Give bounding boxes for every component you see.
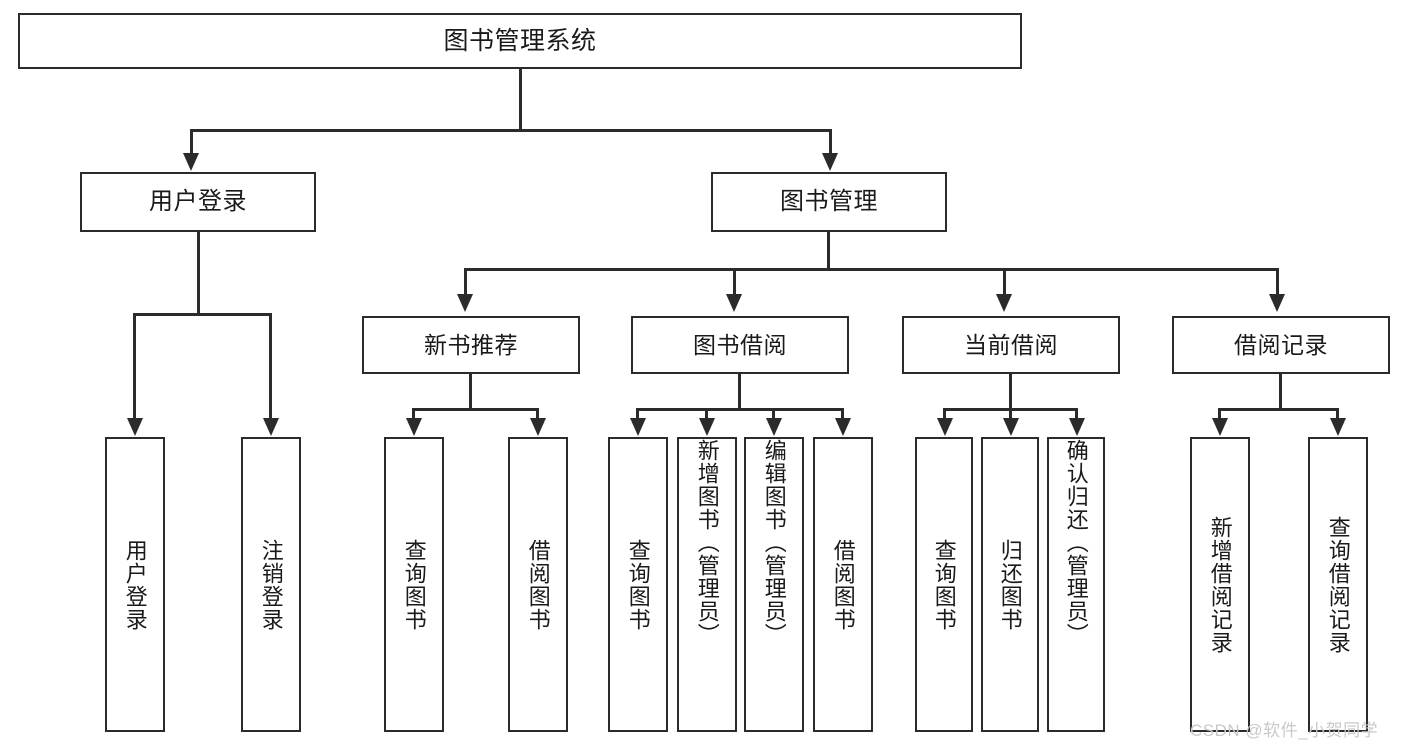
connector-bb-bus: [636, 408, 843, 411]
leaf-br-add-record[interactable]: 新增借阅记录: [1190, 437, 1250, 732]
node-root-library-system[interactable]: 图书管理系统: [18, 13, 1022, 69]
arrow-to-leaf-cb-query-book: [937, 418, 953, 436]
arrow-root-to-book-manage: [822, 153, 838, 171]
connector-user-login-stem: [197, 232, 200, 315]
leaf-logout[interactable]: 注销登录: [241, 437, 301, 732]
connector-user-login-bus: [133, 313, 271, 316]
arrow-to-leaf-bb-query-book: [630, 418, 646, 436]
leaf-cb-query-book[interactable]: 查询图书: [915, 437, 973, 732]
node-label: 编辑图书（管理员）: [761, 439, 787, 646]
leaf-cb-confirm-return[interactable]: 确认归还（管理员）: [1047, 437, 1105, 732]
arrow-to-leaf-bb-add-book: [699, 418, 715, 436]
arrow-to-leaf-cb-return-book: [1003, 418, 1019, 436]
node-label: 当前借阅: [964, 331, 1058, 358]
connector-bb-branch-4: [841, 408, 844, 419]
arrow-to-leaf-br-add-record: [1212, 418, 1228, 436]
node-label: 归还图书: [997, 538, 1023, 631]
arrow-to-current-borrow: [996, 294, 1012, 312]
node-label: 用户登录: [149, 188, 247, 216]
node-label: 借阅记录: [1234, 331, 1328, 358]
connector-br-branch-1: [1218, 408, 1221, 419]
connector-root-to-book-manage: [829, 129, 832, 155]
connector-bm-branch-4: [1276, 268, 1279, 295]
connector-root-bus: [190, 129, 831, 132]
node-new-book-recommend[interactable]: 新书推荐: [362, 316, 580, 374]
arrow-to-leaf-user-login: [127, 418, 143, 436]
arrow-root-to-user-login: [183, 153, 199, 171]
connector-book-manage-bus: [464, 268, 1278, 271]
leaf-nbr-query-book[interactable]: 查询图书: [384, 437, 444, 732]
arrow-to-leaf-logout: [263, 418, 279, 436]
leaf-user-login[interactable]: 用户登录: [105, 437, 165, 732]
connector-cb-branch-3: [1075, 408, 1078, 419]
node-label: 借阅图书: [830, 538, 856, 631]
node-user-login[interactable]: 用户登录: [80, 172, 316, 232]
connector-root-stem: [519, 69, 522, 130]
connector-br-bus: [1218, 408, 1338, 411]
arrow-to-leaf-bb-borrow-book: [835, 418, 851, 436]
connector-nbr-stem: [469, 374, 472, 410]
connector-cb-stem: [1009, 374, 1012, 410]
leaf-cb-return-book[interactable]: 归还图书: [981, 437, 1039, 732]
leaf-br-query-record[interactable]: 查询借阅记录: [1308, 437, 1368, 732]
arrow-to-leaf-br-query-record: [1330, 418, 1346, 436]
node-current-borrow[interactable]: 当前借阅: [902, 316, 1120, 374]
connector-user-login-branch-2: [269, 313, 272, 419]
node-label: 新增图书（管理员）: [694, 439, 720, 646]
arrow-to-leaf-cb-confirm-return: [1069, 418, 1085, 436]
connector-bb-branch-1: [636, 408, 639, 419]
node-label: 新书推荐: [424, 331, 518, 358]
node-book-management[interactable]: 图书管理: [711, 172, 947, 232]
node-label: 图书管理: [780, 188, 878, 216]
connector-book-manage-stem: [827, 232, 830, 270]
leaf-bb-add-book[interactable]: 新增图书（管理员）: [677, 437, 737, 732]
node-label: 图书借阅: [693, 331, 787, 358]
connector-bb-branch-2: [705, 408, 708, 419]
node-label: 查询图书: [401, 538, 427, 631]
connector-br-stem: [1279, 374, 1282, 410]
arrow-to-leaf-nbr-query-book: [406, 418, 422, 436]
connector-nbr-branch-1: [412, 408, 415, 419]
node-label: 查询借阅记录: [1325, 515, 1351, 654]
connector-nbr-branch-2: [536, 408, 539, 419]
leaf-bb-edit-book[interactable]: 编辑图书（管理员）: [744, 437, 804, 732]
arrow-to-book-borrow: [726, 294, 742, 312]
node-borrow-record[interactable]: 借阅记录: [1172, 316, 1390, 374]
arrow-to-leaf-bb-edit-book: [766, 418, 782, 436]
connector-cb-branch-2: [1009, 408, 1012, 419]
node-label: 新增借阅记录: [1207, 515, 1233, 654]
connector-root-to-user-login: [190, 129, 193, 155]
node-book-borrow[interactable]: 图书借阅: [631, 316, 849, 374]
connector-nbr-bus: [412, 408, 538, 411]
connector-bm-branch-2: [733, 268, 736, 295]
watermark-csdn: CSDN @软件_小贺同学: [1190, 721, 1379, 740]
node-label: 图书管理系统: [443, 26, 597, 55]
node-label: 查询图书: [625, 538, 651, 631]
leaf-nbr-borrow-book[interactable]: 借阅图书: [508, 437, 568, 732]
node-label: 注销登录: [258, 538, 284, 631]
node-label: 确认归还（管理员）: [1063, 439, 1089, 646]
node-label: 用户登录: [122, 538, 148, 631]
arrow-to-borrow-record: [1269, 294, 1285, 312]
arrow-to-new-book-recommend: [457, 294, 473, 312]
node-label: 借阅图书: [525, 538, 551, 631]
leaf-bb-query-book[interactable]: 查询图书: [608, 437, 668, 732]
connector-bb-branch-3: [772, 408, 775, 419]
connector-br-branch-2: [1336, 408, 1339, 419]
connector-bm-branch-3: [1003, 268, 1006, 295]
connector-cb-branch-1: [943, 408, 946, 419]
leaf-bb-borrow-book[interactable]: 借阅图书: [813, 437, 873, 732]
arrow-to-leaf-nbr-borrow-book: [530, 418, 546, 436]
node-label: 查询图书: [931, 538, 957, 631]
connector-bm-branch-1: [464, 268, 467, 295]
connector-user-login-branch-1: [133, 313, 136, 419]
connector-bb-stem: [738, 374, 741, 410]
